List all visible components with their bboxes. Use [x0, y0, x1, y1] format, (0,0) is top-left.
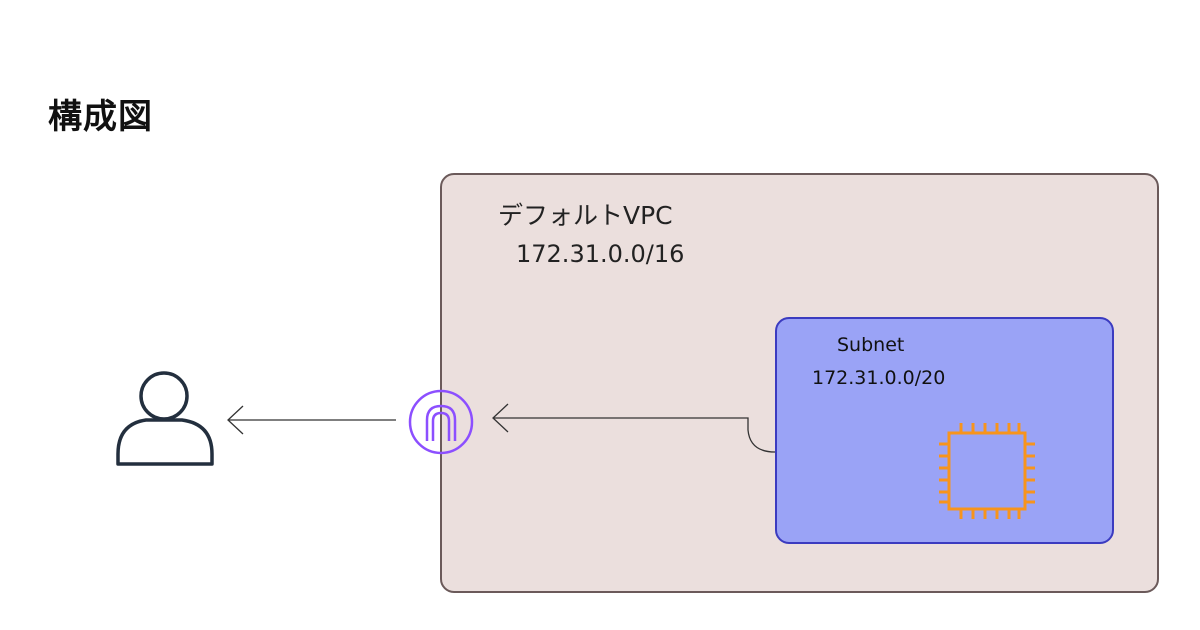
- vpc-cidr: 172.31.0.0/16: [516, 240, 685, 268]
- user-icon: [116, 371, 214, 466]
- subnet-cidr: 172.31.0.0/20: [812, 367, 946, 389]
- user-arrowhead: [227, 405, 244, 435]
- subnet-label: Subnet: [837, 334, 905, 356]
- vpc-label: デフォルトVPC: [498, 201, 673, 230]
- subnet-container: [775, 317, 1114, 544]
- page-title: 構成図: [48, 97, 153, 137]
